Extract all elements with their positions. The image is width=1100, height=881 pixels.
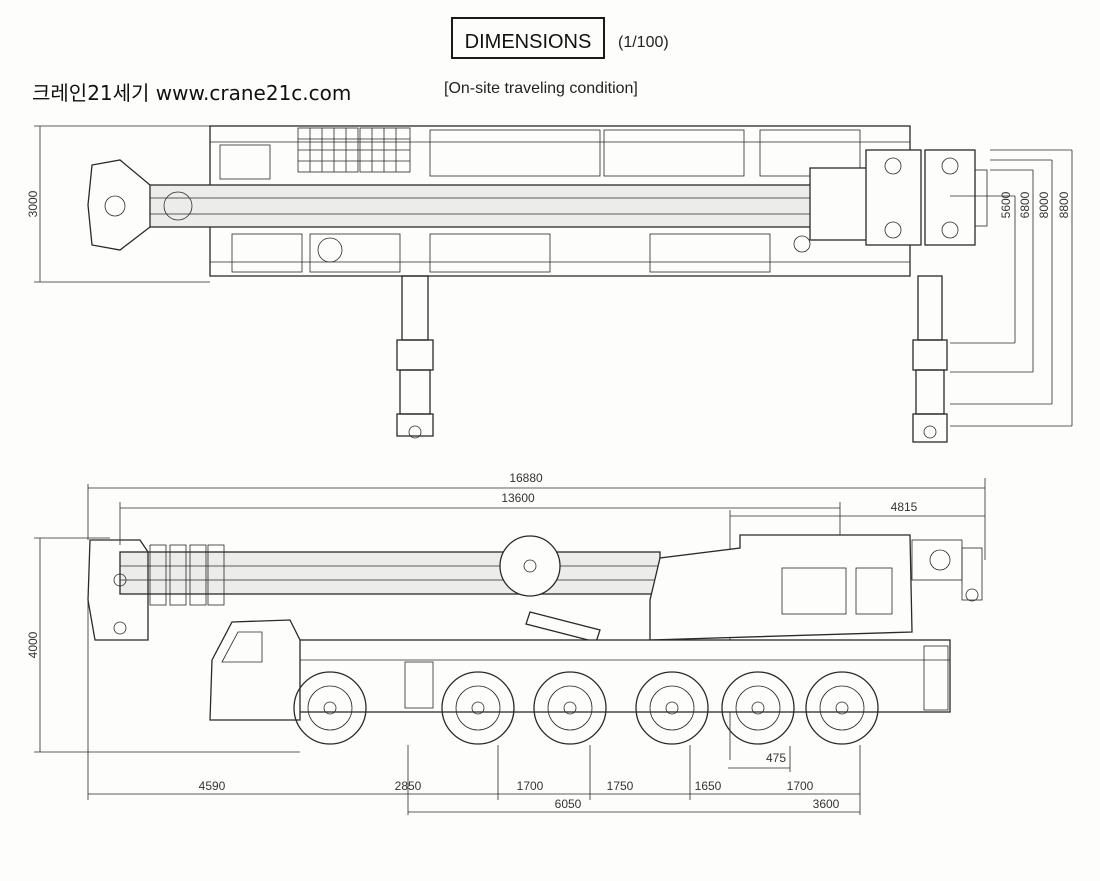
outrigger-dim-8000: 8000 <box>1037 191 1051 218</box>
turret-top-view <box>809 167 871 241</box>
dim-4590: 4590 <box>199 779 226 793</box>
outrigger-dim-5600: 5600 <box>999 191 1013 218</box>
outrigger-dimensions: 5600 6800 8000 8800 <box>950 149 1073 427</box>
wheel-2 <box>441 671 515 745</box>
title: DIMENSIONS <box>465 31 592 53</box>
dim-6050: 6050 <box>555 797 582 811</box>
dim-1700a: 1700 <box>517 779 544 793</box>
wheel-1 <box>293 671 367 745</box>
dim-3600: 3600 <box>813 797 840 811</box>
operator-cab <box>781 567 847 615</box>
carrier-body <box>279 639 951 713</box>
boom-side-view <box>119 551 661 595</box>
dim-1750: 1750 <box>607 779 634 793</box>
outrigger-dim-6800: 6800 <box>1018 191 1032 218</box>
boom-head-top <box>87 159 151 251</box>
dim-16880: 16880 <box>509 471 543 485</box>
wheel-3 <box>533 671 607 745</box>
side-height-dim: 4000 <box>26 631 40 658</box>
luffing-cylinder <box>525 611 601 643</box>
dim-475: 475 <box>766 751 786 765</box>
watermark-text: 크레인21세기 www.crane21c.com <box>32 81 351 105</box>
title-box <box>451 17 605 59</box>
boom-top-view <box>149 184 851 228</box>
dim-1650: 1650 <box>695 779 722 793</box>
driver-cab <box>209 619 301 721</box>
boom-sheave <box>499 535 561 597</box>
dim-4815: 4815 <box>891 500 918 514</box>
engine-grille <box>297 127 411 173</box>
scale-label: (1/100) <box>618 34 669 51</box>
top-width-dim: 3000 <box>26 190 40 217</box>
outrigger-dim-8800: 8800 <box>1057 191 1071 218</box>
outrigger-front <box>396 275 434 439</box>
dim-2850: 2850 <box>395 779 422 793</box>
side-view: 16880 13600 4815 4000 <box>26 471 986 815</box>
header: DIMENSIONS (1/100) [On-site traveling co… <box>32 17 669 105</box>
wheel-6 <box>805 671 879 745</box>
top-view: 3000 <box>26 125 1073 443</box>
subtitle: [On-site traveling condition] <box>444 80 638 97</box>
superstructure <box>649 534 913 641</box>
wheel-5 <box>721 671 795 745</box>
dim-1700b: 1700 <box>787 779 814 793</box>
wheel-4 <box>635 671 709 745</box>
outrigger-rear <box>912 275 948 443</box>
dim-13600: 13600 <box>501 491 535 505</box>
